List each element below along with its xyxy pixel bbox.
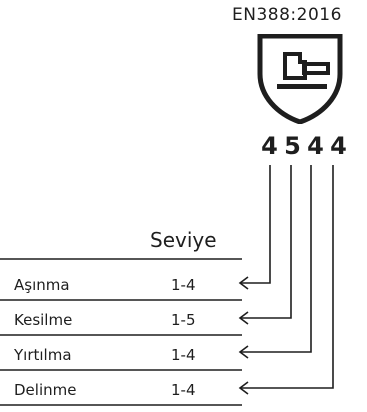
row-value: 1-4 xyxy=(171,346,196,364)
connector-puncture xyxy=(240,165,334,389)
score-digit-cut: 5 xyxy=(284,132,301,160)
row-label: Delinme xyxy=(14,381,77,399)
connector-tear xyxy=(240,165,312,353)
score-digits: 4 5 4 4 xyxy=(261,132,347,160)
row-value: 1-5 xyxy=(171,311,196,329)
level-header: Seviye xyxy=(150,228,217,252)
score-digit-tear: 4 xyxy=(307,132,324,160)
row-label: Aşınma xyxy=(14,276,70,294)
table-row: Kesilme 1-5 xyxy=(0,303,242,335)
table-row: Yırtılma 1-4 xyxy=(0,338,242,370)
score-digit-abrasion: 4 xyxy=(261,132,278,160)
table-row: Aşınma 1-4 xyxy=(0,268,242,300)
standard-label: EN388:2016 xyxy=(232,5,342,25)
connector-cut xyxy=(240,165,292,319)
hammer-glove-shield-icon xyxy=(257,34,343,124)
row-label: Kesilme xyxy=(14,311,73,329)
table-row: Delinme 1-4 xyxy=(0,373,242,405)
score-digit-puncture: 4 xyxy=(330,132,347,160)
connector-abrasion xyxy=(240,165,271,284)
row-value: 1-4 xyxy=(171,381,196,399)
row-value: 1-4 xyxy=(171,276,196,294)
row-label: Yırtılma xyxy=(14,346,72,364)
